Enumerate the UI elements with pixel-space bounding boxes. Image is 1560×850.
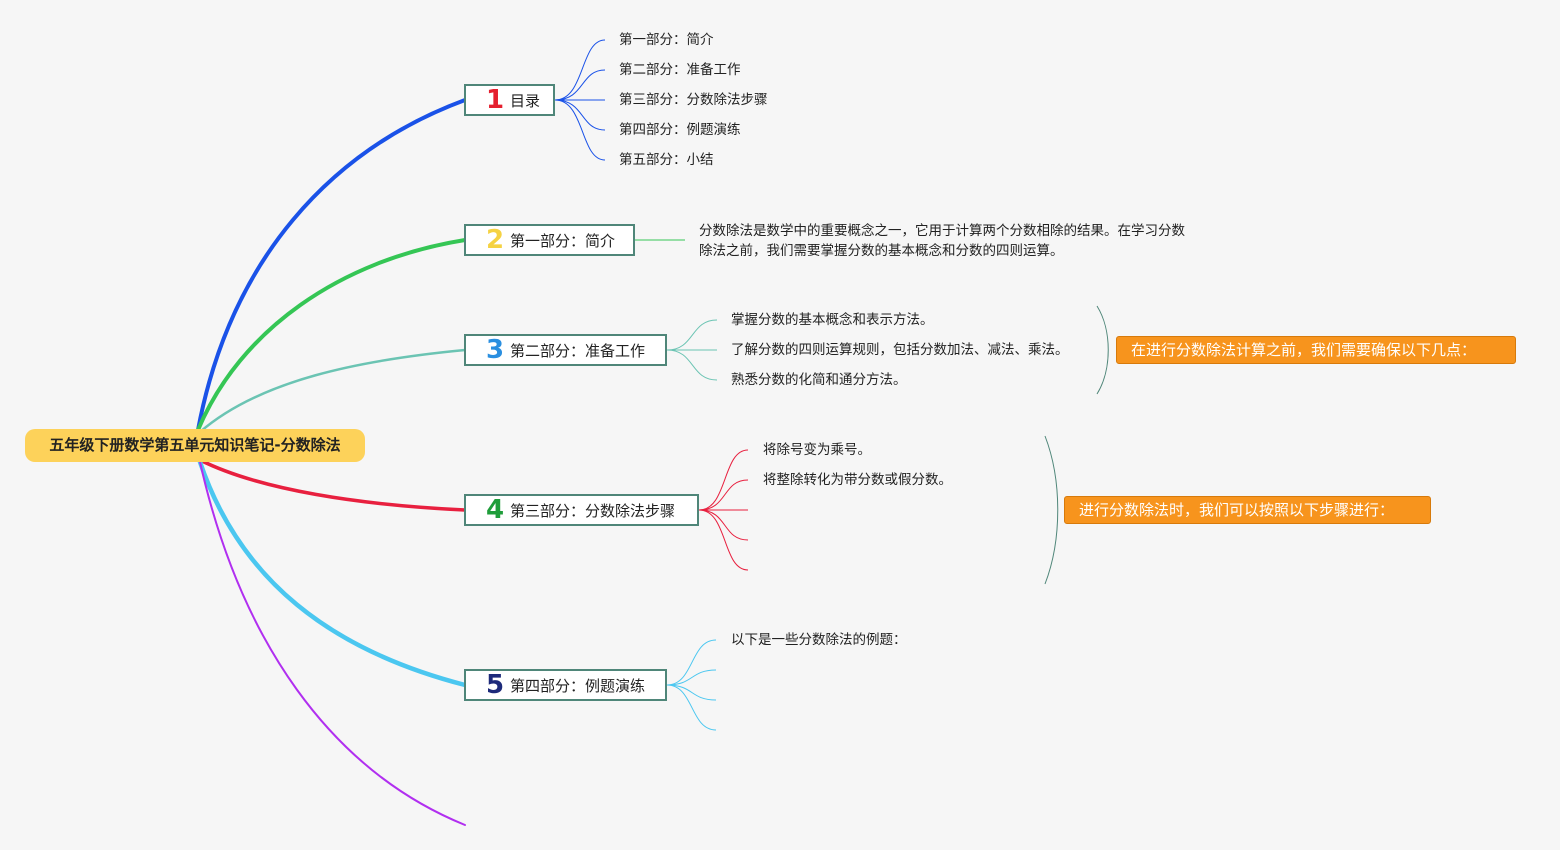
toc-item[interactable]: 第三部分：分数除法步骤 [619,92,768,108]
intro-paragraph[interactable]: 分数除法是数学中的重要概念之一，它用于计算两个分数相除的结果。在学习分数除法之前… [699,223,1185,259]
topic-number: 2 [485,225,505,255]
branch-line-2 [196,238,467,432]
prep-summary-callout[interactable]: 在进行分数除法计算之前，我们需要确保以下几点： [1116,336,1516,364]
topic-number: 1 [485,85,505,115]
step-item[interactable]: 将整除转化为带分数或假分数。 [763,472,952,488]
topic-number: 3 [485,335,505,365]
prep-connectors [666,319,718,381]
topic-1-contents[interactable]: 1 目录 [464,84,555,116]
topic-3-preparation[interactable]: 3 第二部分：准备工作 [464,334,667,366]
topic-label: 第四部分：例题演练 [510,676,646,695]
branch-line-3 [198,348,467,434]
topic-label: 第一部分：简介 [510,231,616,250]
steps-summary-callout[interactable]: 进行分数除法时，我们可以按照以下步骤进行： [1064,496,1431,524]
topic-number: 5 [485,670,505,700]
prep-item[interactable]: 了解分数的四则运算规则，包括分数加法、减法、乘法。 [731,342,1069,358]
branch-line-4 [198,458,467,512]
toc-item[interactable]: 第四部分：例题演练 [619,122,741,138]
toc-connectors [554,39,606,161]
steps-connectors [698,449,749,571]
toc-item[interactable]: 第二部分：准备工作 [619,62,741,78]
branch-line-5 [197,459,468,688]
branch-line-6 [199,461,466,826]
toc-item[interactable]: 第一部分：简介 [619,32,714,48]
prep-item[interactable]: 掌握分数的基本概念和表示方法。 [731,312,934,328]
topic-4-steps[interactable]: 4 第三部分：分数除法步骤 [464,494,699,526]
topic-label: 第二部分：准备工作 [510,341,646,360]
example-item[interactable]: 以下是一些分数除法的例题： [731,632,907,648]
step-item[interactable]: 将除号变为乘号。 [763,442,871,458]
topic-5-examples[interactable]: 5 第四部分：例题演练 [464,669,667,701]
topic-label: 目录 [510,91,541,110]
topic-label: 第三部分：分数除法步骤 [510,501,676,520]
root-topic[interactable]: 五年级下册数学第五单元知识笔记-分数除法 [25,429,365,462]
branch-line-1 [196,98,467,432]
steps-brace [1044,435,1059,585]
prep-brace [1096,305,1109,395]
topic-2-intro[interactable]: 2 第一部分：简介 [464,224,635,256]
examples-connectors [666,639,717,731]
topic-number: 4 [485,495,505,525]
toc-item[interactable]: 第五部分：小结 [619,152,714,168]
prep-item[interactable]: 熟悉分数的化简和通分方法。 [731,372,907,388]
